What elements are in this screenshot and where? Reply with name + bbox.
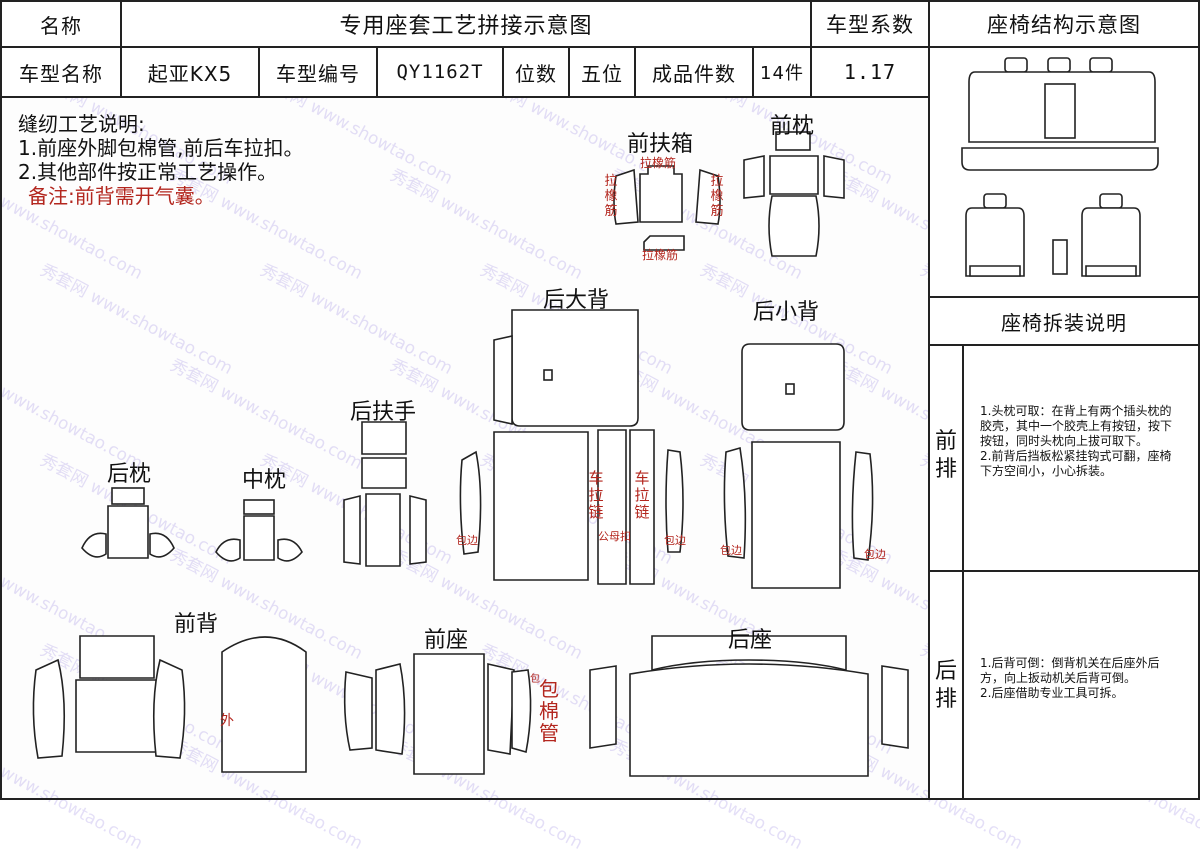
coef-label-cell: 车型系数 [810, 0, 930, 48]
note-zipper-left: 车拉链 [588, 469, 604, 521]
front-back-pieces [32, 635, 307, 773]
note-pull-elastic-left: 拉橡筋 [604, 174, 618, 219]
model-code: QY1162T [396, 61, 484, 83]
note-pull-elastic-top: 拉橡筋 [640, 156, 677, 170]
notes-line-1: 1.前座外脚包棉管,前后车拉扣。 [18, 136, 304, 160]
note-bao: 包 [530, 674, 540, 685]
name-label: 名称 [40, 13, 82, 38]
model-name-label-cell: 车型名称 [0, 46, 122, 98]
middle-headrest-pieces [215, 499, 303, 562]
label-middle-headrest: 中枕 [242, 468, 287, 493]
coef-label: 车型系数 [826, 13, 914, 37]
rear-row-box [928, 570, 1200, 800]
note-pull-elastic-bottom: 拉橡筋 [642, 248, 679, 262]
model-code-label-cell: 车型编号 [258, 46, 378, 98]
struct-title: 座椅结构示意图 [987, 13, 1141, 37]
pieces-cell: 14件 [752, 46, 812, 98]
doc-title: 专用座套工艺拼接示意图 [339, 14, 593, 39]
front-row-label: 前排 [934, 429, 957, 482]
seat-structure-diagram [961, 57, 1159, 277]
rear-small-back-pieces [723, 343, 874, 589]
note-binding-1: 包边 [456, 534, 478, 547]
pieces-value: 14件 [760, 63, 804, 84]
note-outer: 外 [220, 713, 234, 729]
disassembly-title-cell: 座椅拆装说明 [928, 296, 1200, 346]
seats-label: 位数 [515, 61, 557, 86]
front-row-text: 1.头枕可取：在背上有两个插头枕的胶壳，其中一个胶壳上有按钮，按下按钮，同时头枕… [980, 404, 1173, 478]
label-front-armrest: 前扶箱 [627, 132, 694, 157]
label-rear-seat: 后座 [728, 628, 773, 653]
notes-remark: 备注:前背需开气囊。 [28, 184, 215, 208]
rear-seat-pieces [589, 635, 909, 777]
front-armrest-pieces [613, 165, 721, 251]
seats-value: 五位 [581, 61, 623, 86]
front-headrest-pieces [743, 131, 845, 257]
note-mother-buckle: 公母扣 [598, 530, 631, 543]
sewing-notes: 缝纫工艺说明: 1.前座外脚包棉管,前后车拉扣。 2.其他部件按正常工艺操作。 … [18, 112, 303, 208]
label-front-seat: 前座 [424, 628, 469, 653]
name-label-cell: 名称 [0, 0, 122, 48]
rear-row-text: 1.后背可倒：倒背机关在后座外后方，向上扳动机关后背可倒。 2.后座借助专业工具… [980, 656, 1160, 700]
disassembly-title: 座椅拆装说明 [1001, 310, 1127, 335]
rear-bench-drawing [961, 57, 1159, 171]
side-panel [928, 46, 1200, 800]
note-pull-elastic-right: 拉橡筋 [710, 174, 724, 219]
notes-line-2: 2.其他部件按正常工艺操作。 [18, 160, 278, 184]
front-row-divider [962, 344, 964, 800]
pieces-label: 成品件数 [652, 61, 736, 86]
seats-label-cell: 位数 [502, 46, 570, 98]
model-code-label: 车型编号 [276, 61, 360, 86]
rear-row-label: 后排 [934, 659, 957, 712]
note-binding-4: 包边 [864, 548, 886, 561]
label-rear-armrest: 后扶手 [350, 400, 417, 425]
note-zipper-right: 车拉链 [634, 469, 650, 521]
label-front-headrest: 前枕 [770, 114, 815, 139]
note-cotton-tube: 包棉管 [539, 677, 559, 745]
model-name: 起亚KX5 [147, 61, 233, 86]
model-name-label: 车型名称 [19, 61, 103, 86]
rear-headrest-pieces [81, 487, 175, 559]
pattern-pieces [32, 131, 909, 777]
model-name-cell: 起亚KX5 [120, 46, 260, 98]
coef-value: 1.17 [843, 60, 897, 84]
front-seats-drawing [965, 193, 1141, 277]
notes-title: 缝纫工艺说明: [18, 112, 145, 136]
label-front-back: 前背 [174, 612, 219, 637]
label-rear-big-back: 后大背 [543, 288, 610, 313]
label-rear-small-back: 后小背 [753, 300, 820, 325]
note-binding-2: 包边 [664, 534, 686, 547]
rear-big-back-pieces [459, 309, 684, 585]
struct-title-cell: 座椅结构示意图 [928, 0, 1200, 48]
label-rear-headrest: 后枕 [107, 462, 152, 487]
model-code-cell: QY1162T [376, 46, 504, 98]
rear-armrest-pieces [343, 421, 427, 567]
note-binding-3: 包边 [720, 544, 742, 557]
pieces-label-cell: 成品件数 [634, 46, 754, 98]
front-seat-pieces [343, 653, 532, 775]
